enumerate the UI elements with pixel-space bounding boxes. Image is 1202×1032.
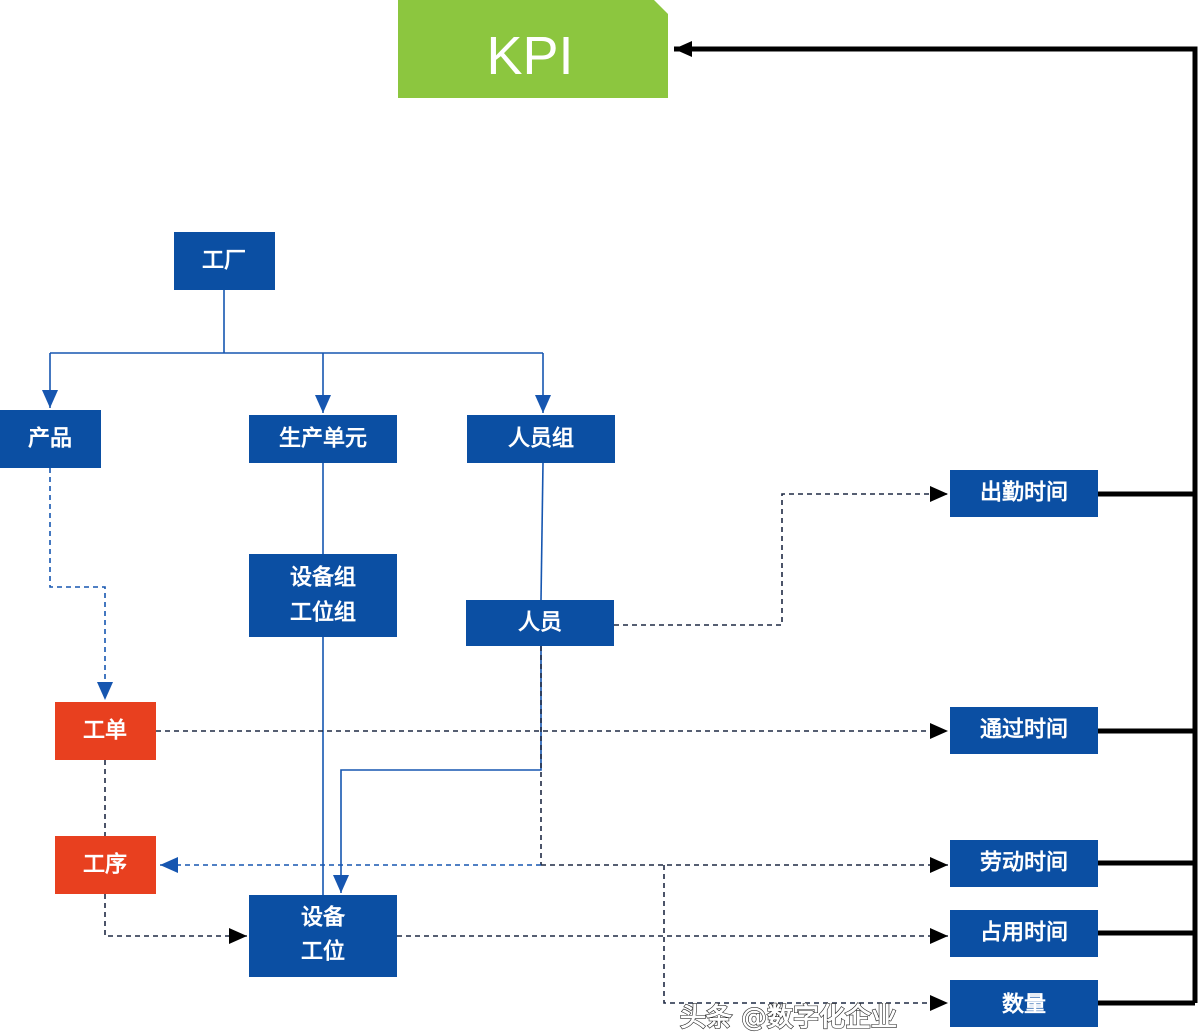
staff-to-equipment-arrow (333, 646, 542, 893)
node-label: 人员组 (508, 426, 574, 452)
arrow-to-quantity (663, 865, 948, 1011)
node-label: 数量 (1002, 992, 1046, 1018)
node-equipment: 设备 工位 (249, 895, 397, 977)
node-label: 工位组 (290, 600, 356, 626)
kpi-node: KPI (398, 0, 668, 98)
staff-group-line (540, 462, 544, 601)
kpi-feedback-arrow (674, 49, 1198, 1006)
node-staff-group: 人员组 (467, 415, 615, 463)
node-label: 占用时间 (980, 921, 1068, 946)
node-occupied-time: 占用时间 (950, 910, 1098, 957)
node-pass-time: 通过时间 (950, 707, 1098, 754)
node-label: 工厂 (202, 249, 246, 274)
node-factory: 工厂 (174, 232, 275, 290)
node-label: 工单 (83, 719, 127, 744)
product-to-work-order-arrow (49, 468, 113, 700)
node-label: 出勤时间 (980, 480, 1068, 506)
connectors (42, 49, 1198, 1011)
node-product: 产品 (0, 410, 101, 468)
node-label: 人员 (518, 611, 562, 636)
node-operation: 工序 (55, 836, 156, 894)
node-attendance-time: 出勤时间 (950, 470, 1098, 517)
operation-to-equipment-arrow (104, 894, 247, 944)
node-label: 工位 (301, 939, 345, 965)
node-label: 生产单元 (279, 427, 367, 452)
node-label: 劳动时间 (980, 850, 1068, 876)
node-label: 设备 (301, 905, 346, 931)
node-quantity: 数量 (950, 980, 1098, 1027)
node-equipment-group: 设备组 工位组 (249, 554, 397, 637)
factory-branch-line (50, 290, 543, 354)
node-label: 设备组 (290, 565, 356, 591)
node-label: 产品 (28, 427, 72, 452)
watermark: 头条 @数字化企业 (680, 1002, 897, 1032)
node-work-order: 工单 (55, 702, 156, 760)
kpi-label: KPI (486, 26, 573, 86)
node-label: 通过时间 (980, 718, 1068, 743)
node-labor-time: 劳动时间 (950, 840, 1098, 887)
arrow-to-attendance-time (614, 486, 948, 626)
node-label: 工序 (83, 852, 127, 878)
node-production-unit: 生产单元 (249, 415, 397, 463)
node-staff: 人员 (466, 600, 614, 646)
